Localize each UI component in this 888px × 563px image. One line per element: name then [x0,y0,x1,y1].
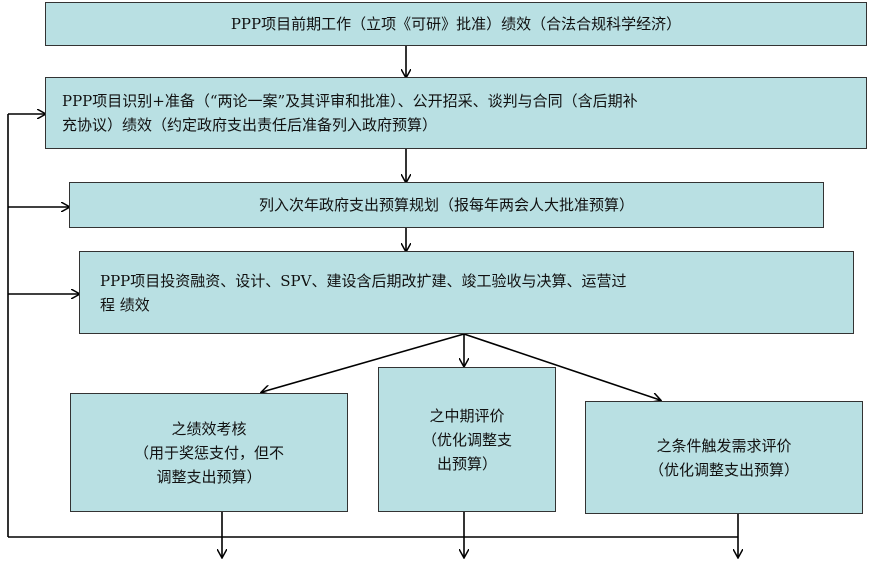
box-preliminary-work: PPP项目前期工作（立项《可研》批准）绩效（合法合规科学经济） [45,2,867,46]
box-investment-operation: PPP项目投资融资、设计、SPV、建设含后期改扩建、竣工验收与决算、运营过 程 … [79,251,854,334]
box-performance-assessment: 之绩效考核 （用于奖惩支付，但不 调整支出预算） [70,393,348,512]
box-preliminary-work-text: PPP项目前期工作（立项《可研》批准）绩效（合法合规科学经济） [230,15,682,33]
box-mid-term-evaluation: 之中期评价 （优化调整支 出预算） [378,367,556,512]
box-performance-assessment-text: 之绩效考核 （用于奖惩支付，但不 调整支出预算） [133,419,284,486]
box-annual-budget: 列入次年政府支出预算规划（报每年两会人大批准预算） [69,182,824,228]
box-identification-preparation: PPP项目识别+准备（“两论一案”及其评审和批准）、公开招采、谈判与合同（含后期… [45,77,867,149]
box-mid-term-evaluation-text: 之中期评价 （优化调整支 出预算） [421,406,512,473]
box-investment-operation-text: PPP项目投资融资、设计、SPV、建设含后期改扩建、竣工验收与决算、运营过 程 … [100,271,627,314]
box-annual-budget-text: 列入次年政府支出预算规划（报每年两会人大批准预算） [258,196,634,214]
box-identification-preparation-text: PPP项目识别+准备（“两论一案”及其评审和批准）、公开招采、谈判与合同（含后期… [62,92,638,134]
box-triggered-demand-evaluation: 之条件触发需求评价 （优化调整支出预算） [585,401,863,514]
box-triggered-demand-evaluation-text: 之条件触发需求评价 （优化调整支出预算） [648,436,799,479]
arrow-b4-b7 [463,333,660,400]
arrow-b4-b5 [262,333,465,392]
